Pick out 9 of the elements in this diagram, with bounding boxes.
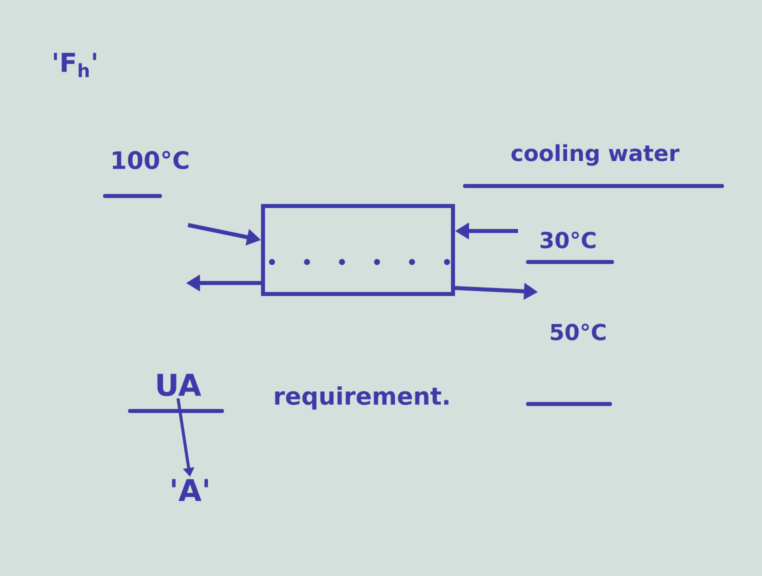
handwritten-text: requirement.	[275, 386, 448, 410]
handwritten-text: 'A'	[172, 479, 208, 501]
handwritten-text: 50°C	[550, 324, 606, 340]
handwritten-text: 30°C	[540, 232, 596, 248]
handwritten-text: cooling water	[512, 144, 680, 166]
heat-exchanger-box	[261, 204, 455, 296]
handwritten-text: 100°C	[112, 150, 188, 170]
handwritten-text: 'F$_{h}$'	[54, 52, 96, 78]
handwritten-text: UA	[157, 374, 202, 396]
